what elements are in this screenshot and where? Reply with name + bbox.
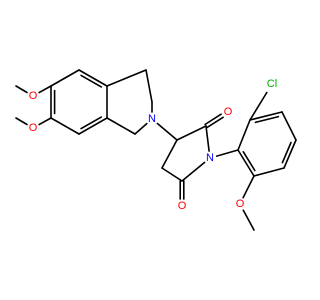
bond-c3-c2 bbox=[176, 125, 207, 141]
bond-layer bbox=[15, 69, 297, 231]
bond-r6-oMe bbox=[242, 175, 255, 199]
bond-a7-nIso bbox=[134, 122, 148, 135]
bond-a3-a4 bbox=[78, 117, 108, 135]
bond-oA-a1 bbox=[38, 85, 52, 94]
bond-oMe-meC bbox=[242, 209, 255, 231]
atom-label-nImide: N bbox=[206, 152, 214, 164]
bond-a2-oB bbox=[38, 117, 52, 126]
bond-r3-r4 bbox=[281, 111, 297, 141]
bond-a5-a6 bbox=[78, 69, 108, 87]
bond-a8-a5 bbox=[106, 69, 147, 87]
bond-nImide-c5 bbox=[181, 161, 206, 182]
atom-label-oA: O bbox=[29, 90, 38, 102]
bond-r4-r5-inner bbox=[281, 141, 292, 164]
bond-r2-r3-inner bbox=[254, 115, 280, 124]
bond-a2-a3 bbox=[50, 117, 80, 135]
molecule-structure-diagram: O O N N O O ClO bbox=[15, 69, 297, 231]
bond-r1-r2 bbox=[237, 119, 251, 151]
bond-a4-a7 bbox=[106, 117, 136, 135]
bond-r4-r5 bbox=[283, 139, 297, 169]
atom-label-layer: O O N N O O ClO bbox=[29, 78, 277, 212]
bond-a1-a6 bbox=[50, 69, 80, 87]
bond-r2-cl bbox=[249, 91, 268, 121]
bond-c4-c3 bbox=[161, 139, 178, 169]
bond-nIso-c3 bbox=[156, 122, 178, 141]
bond-nImide-r1 bbox=[215, 149, 239, 157]
bond-r6-r1 bbox=[237, 149, 255, 177]
bond-r5-r6 bbox=[253, 167, 285, 177]
atom-label-oMe: O bbox=[236, 198, 245, 210]
bond-c5-c4 bbox=[161, 167, 183, 182]
atom-label-nIso: N bbox=[148, 113, 156, 125]
atom-label-oC1: O bbox=[224, 106, 233, 118]
bond-oB-meB bbox=[15, 117, 28, 126]
bond-meA-oA bbox=[15, 85, 28, 94]
bond-c2-oC1-second bbox=[204, 113, 222, 126]
bond-c2-oC1 bbox=[206, 116, 224, 129]
bond-a3-a4-inner bbox=[80, 116, 103, 130]
bond-r6-r1-inner bbox=[242, 151, 256, 172]
atom-label-cl: Cl bbox=[267, 78, 277, 90]
bond-a9-a8 bbox=[145, 69, 153, 103]
atom-label-oB: O bbox=[29, 122, 38, 134]
bond-r2-r3 bbox=[249, 111, 283, 121]
bond-a5-a6-inner bbox=[80, 74, 103, 88]
bond-c2-nImide bbox=[205, 125, 210, 152]
atom-label-oC2: O bbox=[178, 200, 187, 212]
